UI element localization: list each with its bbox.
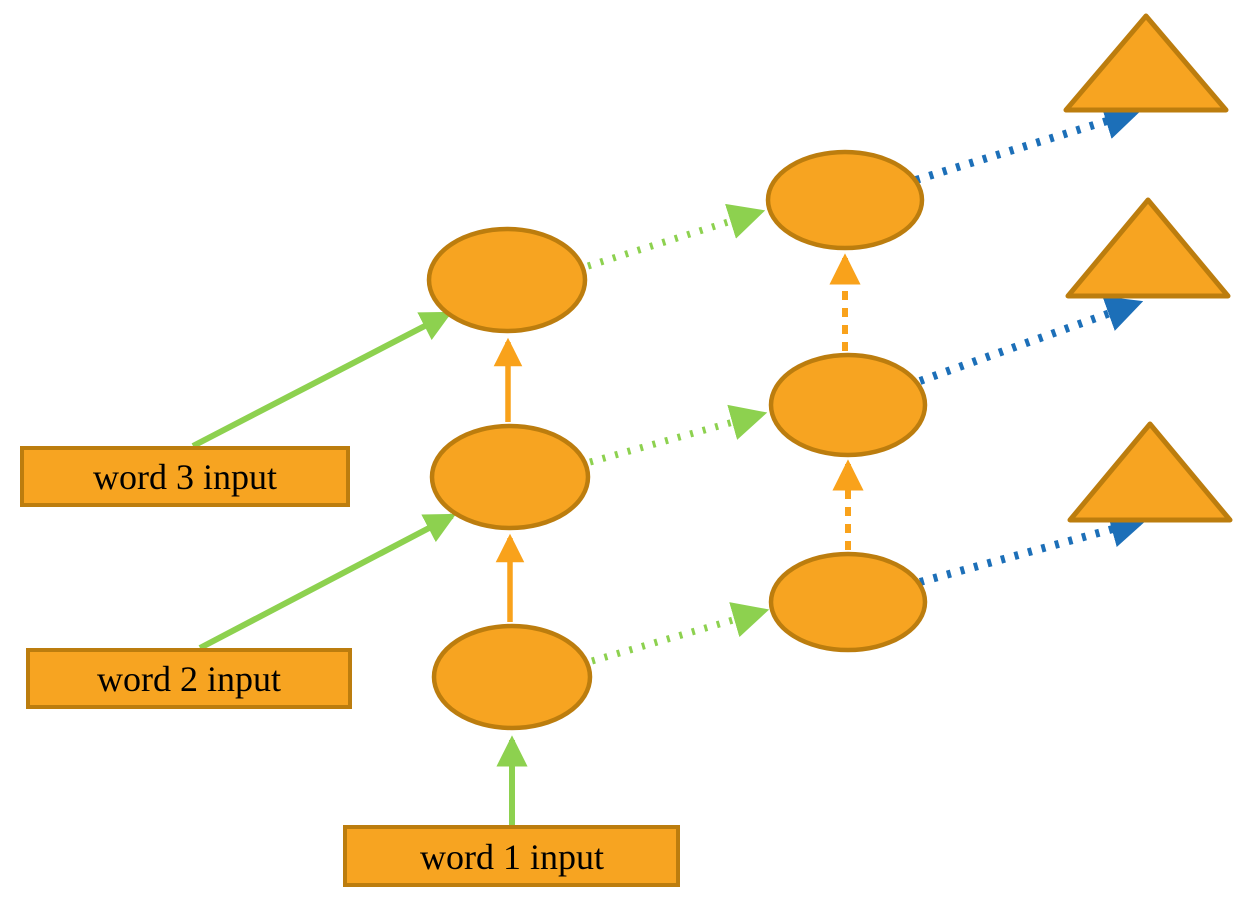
input-box-word-2: word 2 input bbox=[26, 648, 352, 709]
edge-hidden-l1-t1-to-l2-t1 bbox=[591, 602, 770, 665]
input-box-word-1-rect bbox=[343, 825, 680, 887]
edge-hidden-l1-t3-to-l2-t3 bbox=[586, 203, 766, 270]
input-box-word-2-rect bbox=[26, 648, 352, 709]
ellipse-hidden-l1-t3 bbox=[426, 226, 588, 334]
edge-word2-to-hidden-l1-t2 bbox=[198, 513, 457, 651]
edge-hidden-l1-t2-to-l2-t2 bbox=[589, 404, 768, 466]
triangle-output-t3 bbox=[1063, 13, 1229, 113]
ellipse-hidden-l1-t1 bbox=[431, 623, 593, 731]
input-box-word-2-label: word 2 input bbox=[97, 659, 281, 699]
triangle-output-t1 bbox=[1067, 421, 1233, 523]
edge-hidden-l2-t1-to-output-t1 bbox=[918, 511, 1148, 586]
input-box-word-3: word 3 input bbox=[20, 446, 350, 507]
edge-hidden-l2-t3-to-output-t3 bbox=[914, 103, 1142, 184]
triangle-output-t2 bbox=[1065, 197, 1231, 299]
ellipse-hidden-l2-t3 bbox=[765, 149, 925, 251]
ellipse-hidden-l2-t2 bbox=[768, 352, 928, 458]
input-box-word-3-label: word 3 input bbox=[93, 457, 277, 497]
input-box-word-1: word 1 input bbox=[343, 825, 680, 887]
edge-word3-to-hidden-l1-t3 bbox=[191, 311, 453, 449]
edge-hidden-l2-t2-to-output-t2 bbox=[918, 296, 1144, 385]
ellipse-hidden-l2-t1 bbox=[768, 551, 928, 653]
input-box-word-3-rect bbox=[20, 446, 350, 507]
ellipse-hidden-l1-t2 bbox=[429, 423, 591, 531]
input-box-word-1-label: word 1 input bbox=[420, 837, 604, 877]
